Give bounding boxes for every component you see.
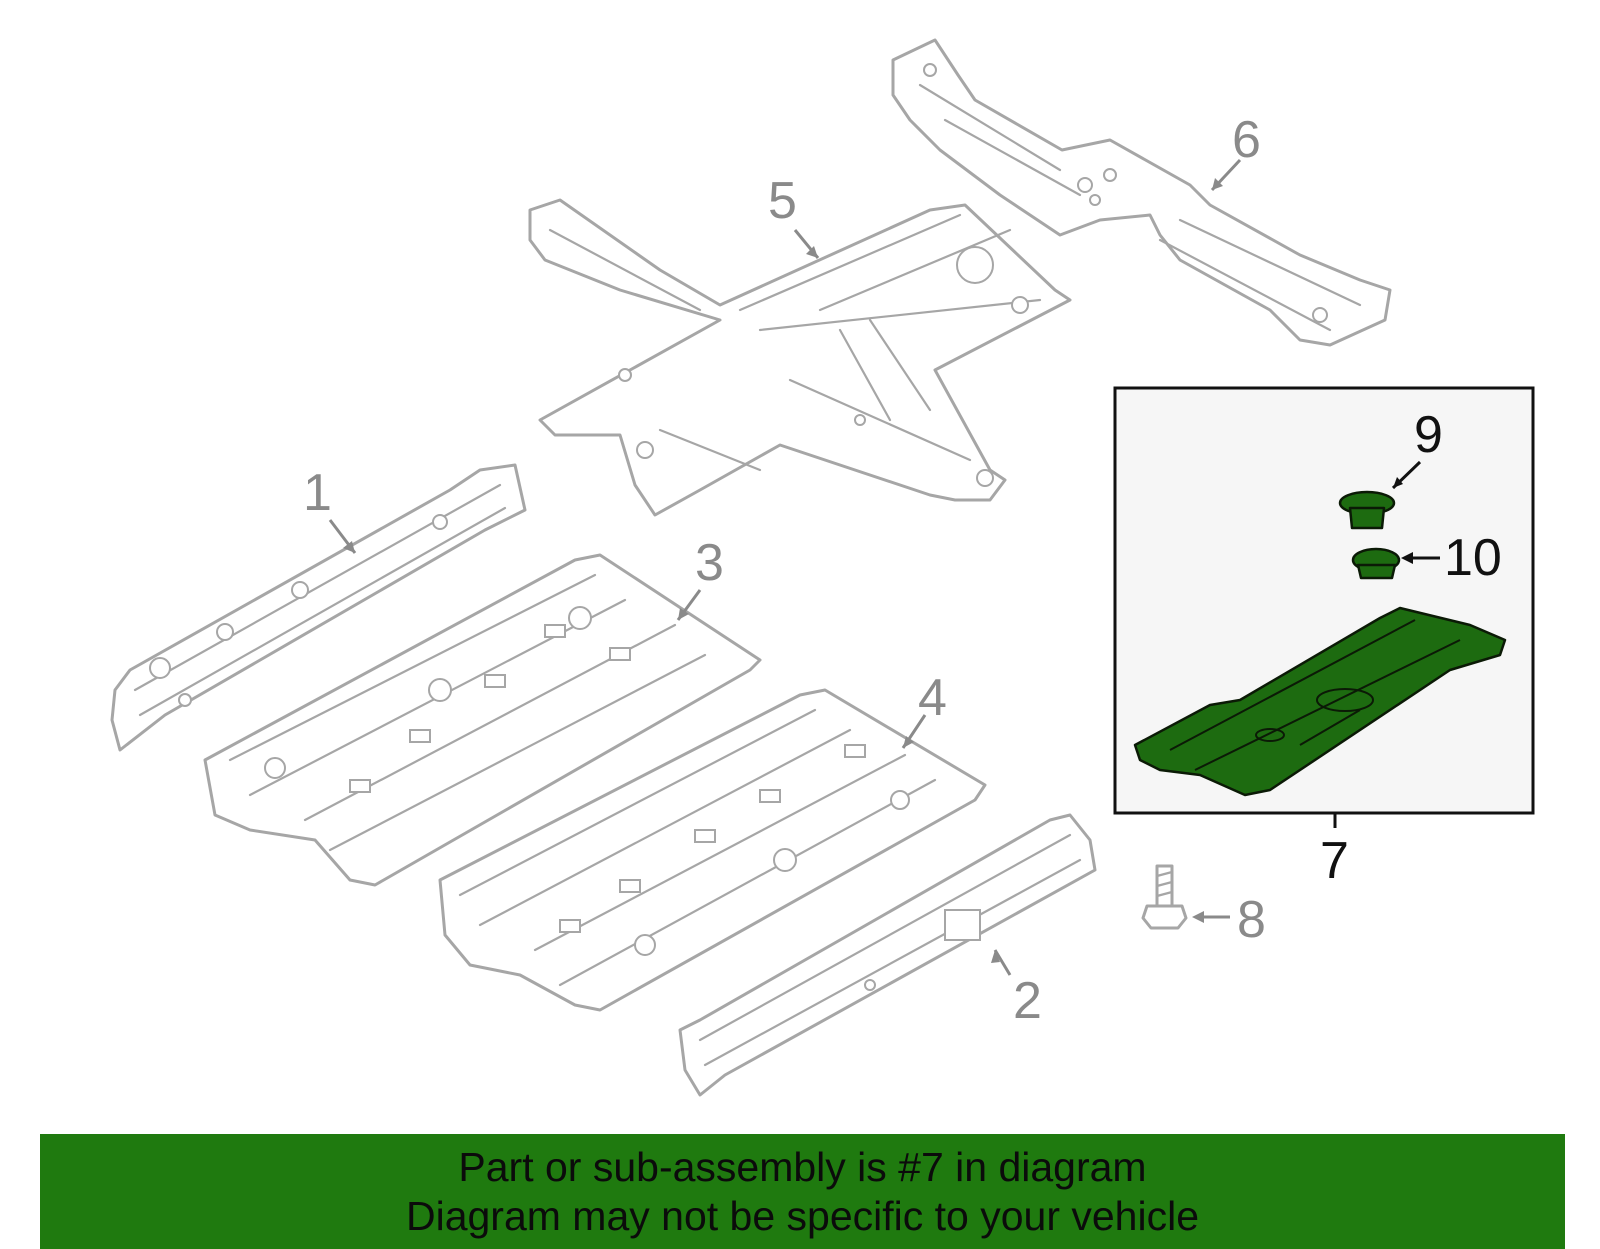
- callout-3: 3: [695, 534, 724, 592]
- callout-10: 10: [1444, 529, 1502, 587]
- info-banner: Part or sub-assembly is #7 in diagram Di…: [40, 1134, 1565, 1249]
- callout-5: 5: [768, 172, 797, 230]
- part-3-front-floor-pan: [203, 553, 762, 887]
- part-8-bolt: [1141, 864, 1188, 930]
- callout-2: 2: [1013, 972, 1042, 1030]
- banner-line-disclaimer: Diagram may not be specific to your vehi…: [405, 1192, 1199, 1239]
- part-2-right-sill: [678, 813, 1097, 1097]
- part-1-left-sill: [110, 463, 527, 752]
- part-4-rear-floor-pan: [438, 688, 987, 1012]
- callout-labels: 1 2 3 4 5 6 7 8 9 10: [303, 111, 1502, 1030]
- callout-9: 9: [1414, 406, 1443, 464]
- callout-6: 6: [1232, 111, 1261, 169]
- callout-8: 8: [1237, 891, 1266, 949]
- callout-7: 7: [1320, 832, 1349, 890]
- part-10-nut: [1351, 547, 1401, 580]
- callout-1: 1: [303, 464, 332, 522]
- part-5-floor-center: [528, 198, 1072, 517]
- callout-4: 4: [918, 669, 947, 727]
- part-9-grommet: [1338, 490, 1396, 530]
- banner-line-part-info: Part or sub-assembly is #7 in diagram: [458, 1143, 1147, 1190]
- leader-2: [993, 949, 1012, 976]
- part-6-rear-crossmember: [891, 38, 1392, 347]
- part-7-highlighted-underbody-shield: [1133, 606, 1507, 797]
- leader-lines: [328, 158, 1440, 976]
